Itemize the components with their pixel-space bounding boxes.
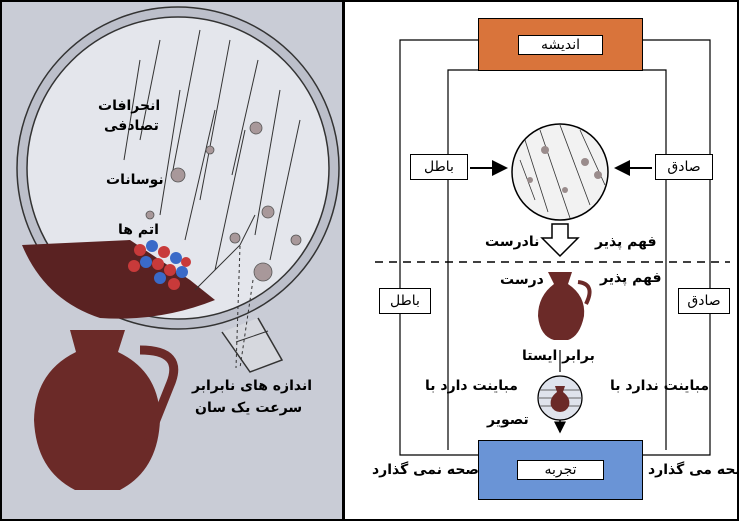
label-incorrect: نادرست bbox=[485, 234, 539, 250]
thought-label: اندیشه bbox=[518, 35, 603, 55]
false-box-upper: باطل bbox=[410, 154, 468, 180]
small-jug bbox=[538, 272, 590, 340]
image-circle bbox=[538, 376, 582, 432]
panel-divider bbox=[342, 0, 345, 521]
label-validates: صحه می گذارد bbox=[648, 462, 739, 478]
particle-circle bbox=[512, 124, 608, 220]
true-box-upper: صادق bbox=[655, 154, 713, 180]
false-box-lower: باطل bbox=[379, 288, 431, 314]
experience-box: تجربه bbox=[478, 440, 643, 500]
true-box-lower: صادق bbox=[678, 288, 730, 314]
label-not-validates: صحه نمی گذارد bbox=[372, 462, 479, 478]
label-static-equal: برابر ایستا bbox=[522, 348, 595, 364]
label-image: تصویر bbox=[487, 412, 529, 428]
label-understandable-1: فهم پذیر bbox=[595, 234, 657, 250]
label-correct: درست bbox=[500, 272, 544, 288]
label-has-difference: مباینت دارد با bbox=[425, 378, 518, 394]
label-no-difference: مباینت ندارد با bbox=[610, 378, 709, 394]
label-understandable-2: فهم پذیر bbox=[600, 270, 662, 286]
down-arrow bbox=[542, 224, 578, 256]
thought-box: اندیشه bbox=[478, 18, 643, 71]
experience-label: تجربه bbox=[517, 460, 603, 480]
